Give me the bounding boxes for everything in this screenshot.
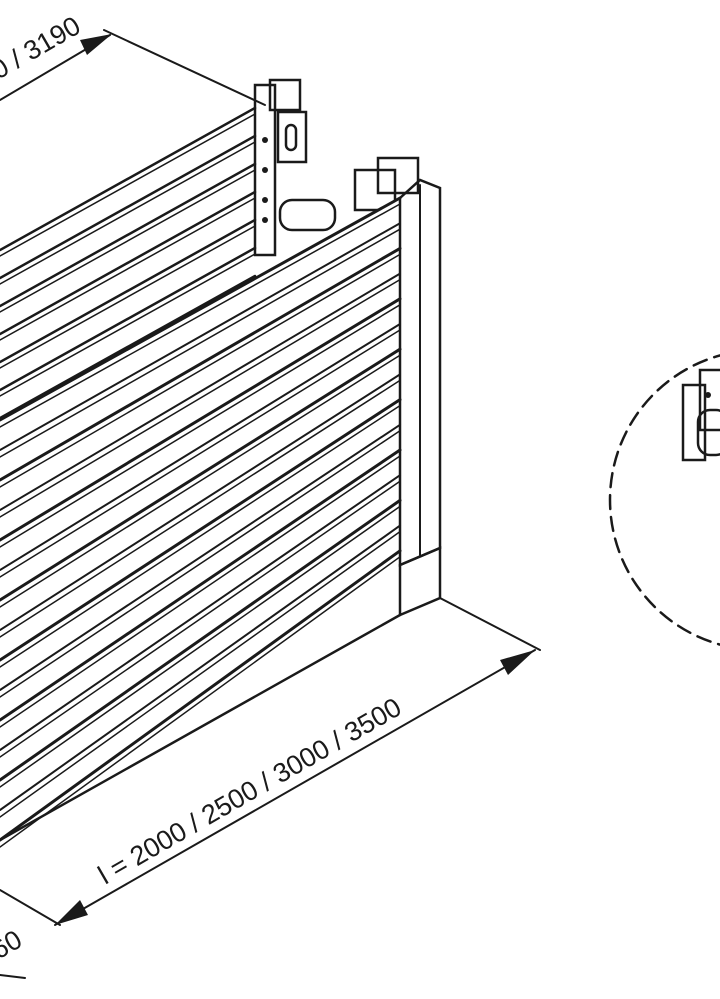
- slat-line: [0, 246, 402, 482]
- slat-line: [0, 134, 257, 280]
- slat-line: [0, 524, 401, 811]
- slat-line: [0, 225, 256, 369]
- slat-line: [0, 246, 257, 392]
- slat-line: [0, 203, 401, 428]
- slat-line: [0, 278, 401, 518]
- slat-line: [0, 228, 401, 458]
- slat-line: [0, 398, 402, 662]
- slat-line: [0, 549, 402, 842]
- slat-line: [0, 169, 256, 313]
- slat-line: [0, 404, 401, 668]
- slat-line: [0, 274, 257, 420]
- slat-line: [0, 329, 401, 578]
- slat-line: [0, 530, 401, 818]
- slat-line: [0, 304, 401, 548]
- slat-line: [0, 373, 401, 631]
- slat-line: [0, 141, 256, 285]
- slat-line: [0, 430, 401, 698]
- slat-line: [0, 354, 401, 608]
- slat-line: [0, 272, 401, 511]
- depth-dimension-label: 60: [0, 924, 27, 965]
- dimension-height: 0 / 3190: [0, 10, 266, 106]
- slat-line: [0, 297, 402, 542]
- slat-line: [0, 190, 257, 336]
- slat-line: [0, 253, 401, 488]
- slat-line: [0, 222, 401, 451]
- slat-line: [0, 106, 257, 252]
- slat-line: [0, 498, 402, 782]
- slat-line: [0, 196, 402, 422]
- slat-line: [0, 423, 401, 691]
- slat-line: [0, 347, 402, 602]
- slat-line: [0, 323, 401, 571]
- slat-line: [0, 474, 401, 751]
- slat-line: [0, 448, 402, 722]
- slat-line: [0, 253, 256, 397]
- slat-line: [0, 162, 257, 308]
- slat-line: [0, 218, 257, 364]
- slat-line: [0, 480, 401, 758]
- slat-line: [0, 113, 256, 257]
- slat-line: [0, 197, 256, 341]
- dimension-depth: 60: [0, 924, 27, 979]
- slat-line: [0, 455, 401, 728]
- slat-line: [0, 379, 401, 638]
- slat-line: [0, 505, 401, 788]
- slat-line: [0, 556, 401, 848]
- front-panel: [0, 196, 402, 865]
- detail-circle: [608, 354, 720, 646]
- wall-bracket-back: [253, 78, 420, 257]
